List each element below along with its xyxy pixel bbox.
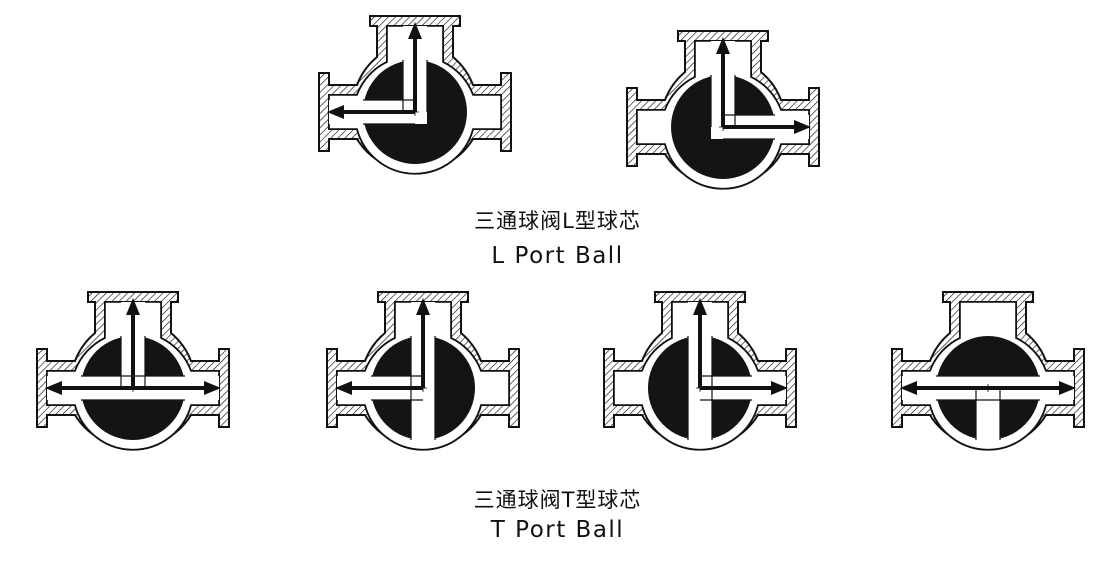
l-port-caption-cn: 三通球阀L型球芯 — [474, 209, 641, 233]
flow-arrow-up — [716, 37, 730, 127]
flow-arrow-right — [988, 381, 1076, 395]
flow-arrow-up — [416, 298, 430, 388]
flow-arrow-right — [700, 381, 788, 395]
flow-arrow-left — [327, 105, 415, 119]
t-port-caption-cn: 三通球阀T型球芯 — [473, 488, 642, 512]
valve-t-port-up-left-down — [326, 291, 520, 451]
t-port-caption-en: T Port Ball — [490, 517, 625, 543]
flow-arrow-up — [693, 298, 707, 388]
flow-arrow-up — [126, 298, 140, 388]
flow-arrow-left — [900, 381, 988, 395]
flow-arrow-right — [723, 120, 811, 134]
valve-t-port-up-left-right — [36, 291, 230, 451]
flow-arrow-up — [408, 22, 422, 112]
flow-arrow-right — [133, 381, 221, 395]
l-port-caption-en: L Port Ball — [491, 243, 624, 269]
flow-arrow-left — [335, 381, 423, 395]
flow-arrow-left — [45, 381, 133, 395]
valve-l-port-up-left — [318, 15, 512, 175]
valve-t-port-up-right-down — [603, 291, 797, 451]
valve-l-port-up-right — [626, 30, 820, 190]
valve-t-port-left-right-down — [891, 291, 1085, 451]
